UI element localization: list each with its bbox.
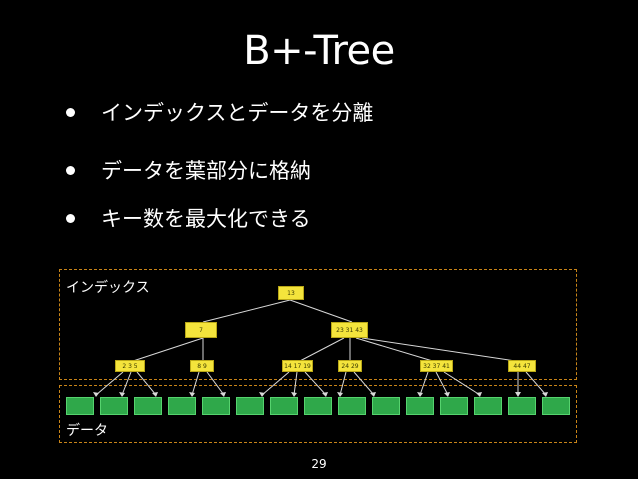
leaf-index-node: 24 29 — [338, 360, 362, 372]
bullet-text: インデックスとデータを分離 — [101, 101, 374, 125]
data-block — [406, 397, 434, 415]
leaf-index-node: 44 47 — [508, 360, 536, 372]
data-block — [168, 397, 196, 415]
bullet-dot-icon — [66, 107, 75, 117]
bullet-item: インデックスとデータを分離 — [66, 100, 373, 126]
page-number: 29 — [311, 457, 327, 471]
bullet-item: キー数を最大化できる — [66, 206, 311, 232]
data-block — [440, 397, 468, 415]
slide-title: B+-Tree — [243, 28, 395, 74]
leaf-index-node: 8 9 — [190, 360, 214, 372]
internal-node: 23 31 43 — [331, 322, 368, 338]
root-node: 13 — [278, 286, 304, 300]
index-region — [59, 269, 577, 380]
bullet-text: データを葉部分に格納 — [101, 159, 311, 183]
data-block — [542, 397, 570, 415]
data-region-label: データ — [66, 423, 108, 439]
bullet-dot-icon — [66, 165, 75, 175]
data-block — [338, 397, 366, 415]
index-region-label: インデックス — [66, 280, 150, 296]
bullet-dot-icon — [66, 213, 75, 223]
bullet-text: キー数を最大化できる — [101, 207, 311, 231]
data-block — [202, 397, 230, 415]
data-block — [304, 397, 332, 415]
leaf-index-node: 2 3 5 — [115, 360, 145, 372]
data-block — [100, 397, 128, 415]
data-block — [372, 397, 400, 415]
data-block — [236, 397, 264, 415]
data-block — [474, 397, 502, 415]
data-block — [134, 397, 162, 415]
bullet-item: データを葉部分に格納 — [66, 158, 311, 184]
data-block — [66, 397, 94, 415]
leaf-index-node: 32 37 41 — [420, 360, 453, 372]
leaf-index-node: 14 17 19 — [282, 360, 313, 372]
data-block — [508, 397, 536, 415]
internal-node: 7 — [185, 322, 217, 338]
data-block — [270, 397, 298, 415]
